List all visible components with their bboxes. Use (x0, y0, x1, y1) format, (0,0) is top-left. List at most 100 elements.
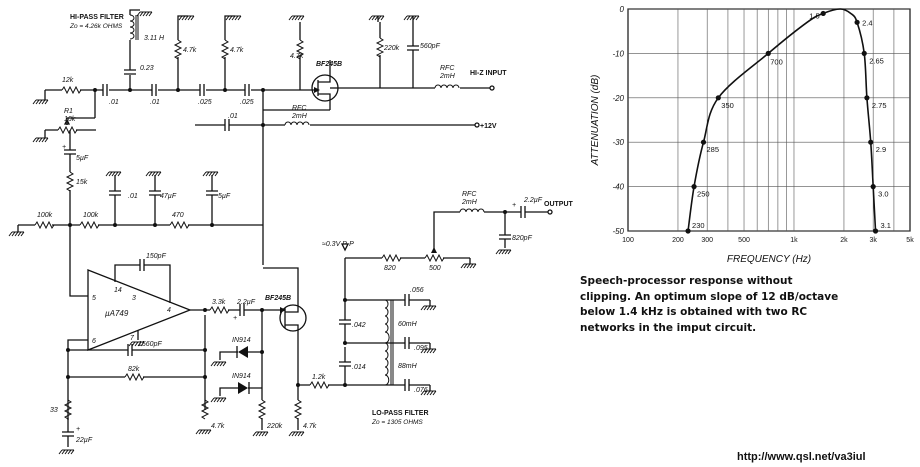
label-r-47k-a: 4.7k (183, 47, 197, 54)
data-point-label: 2.65 (869, 56, 884, 65)
label-r-12k-b: 1.2k (312, 374, 326, 381)
label-r1: R1 (64, 108, 73, 115)
data-point (854, 19, 860, 25)
y-tick-label: -30 (612, 138, 624, 147)
label-rfc-1-val: 2mH (439, 73, 456, 80)
y-tick-label: 0 (620, 5, 625, 14)
label-l-3-11h: 3.11 H (144, 35, 165, 42)
label-r-47k-c: 4.7k (290, 53, 304, 60)
chart-plot-area (627, 8, 911, 232)
label-fet-1: BF245B (316, 61, 342, 68)
label-rfc-2: RFC (292, 105, 307, 112)
label-plus-b: + (76, 426, 80, 433)
label-r-12k: 12k (62, 77, 74, 84)
label-plus12v: +12V (480, 123, 497, 130)
label-c-01-c: .01 (228, 113, 238, 120)
label-r1-val: 10k (64, 116, 76, 123)
footer-url: http://www.qsl.net/va3iul (737, 451, 866, 463)
y-tick-label: -20 (612, 94, 624, 103)
label-ic: µA749 (105, 309, 129, 318)
label-pin-6: 6 (92, 338, 96, 345)
label-pin-7: 7 (130, 335, 135, 342)
label-plus-a: + (62, 144, 66, 151)
label-c-014: .014 (352, 364, 366, 371)
data-point (861, 50, 867, 57)
label-c-22uf-b: 22µF (75, 437, 93, 444)
label-diode-1: IN914 (232, 337, 251, 344)
figure-caption: Speech-processor response without clippi… (580, 274, 915, 336)
x-tick-label: 1k (790, 237, 798, 244)
data-point (685, 228, 691, 234)
data-point-label: 2.75 (872, 101, 887, 110)
label-rfc-1: RFC (440, 65, 455, 72)
label-c-22uf-a: 2.2µF (236, 299, 256, 306)
label-r-100k-a: 100k (37, 212, 53, 219)
x-tick-label: 2k (840, 237, 848, 244)
label-c-560pf: 560pF (420, 43, 441, 50)
label-r-15k: 15k (76, 179, 88, 186)
label-c-042: .042 (352, 322, 366, 329)
label-r-33k: 3.3k (212, 299, 226, 306)
label-c-1560pf: 1560pF (138, 341, 162, 348)
label-r-47k-e: 4.7k (303, 423, 317, 430)
data-point-label: 2.9 (876, 145, 886, 154)
label-c-47uf: 47µF (160, 193, 177, 200)
label-c-22uf-c: 2.2µF (523, 197, 543, 204)
data-point (872, 228, 879, 234)
data-point-label: 285 (706, 145, 719, 154)
label-pin-3: 3 (132, 295, 136, 302)
label-l-88mh: 88mH (398, 363, 418, 370)
label-c-01-d: .01 (128, 193, 138, 200)
label-c-5uf-b: 5µF (218, 193, 231, 200)
label-plus-c: + (233, 315, 237, 322)
label-r-47k-d: 4.7k (211, 423, 225, 430)
chart-grid (628, 8, 910, 232)
x-tick-label: 100 (622, 237, 634, 244)
data-point (820, 10, 826, 17)
y-tick-label: -50 (612, 227, 624, 236)
data-point-label: 230 (692, 221, 705, 230)
caption-line-3: below 1.4 kHz is obtained with two RC (580, 306, 808, 318)
label-r-820: 820 (384, 265, 396, 272)
label-r-82k: 82k (128, 366, 140, 373)
label-rfc-3-val: 2mH (461, 199, 478, 206)
schematic-diagram: HI-PASS FILTER Zo = 4.26k OHMS .01 .01 .… (8, 9, 574, 455)
label-c-150pf: 150pF (146, 253, 167, 260)
label-r-500: 500 (429, 265, 441, 272)
label-c-025-a: .025 (198, 99, 212, 106)
data-point-label: 1.5 (809, 11, 819, 20)
label-vpp: ≈0.3V P-P (322, 241, 354, 248)
caption-line-1: Speech-processor response without (580, 275, 793, 287)
response-curve (687, 8, 877, 232)
lopass-filter-title: LO-PASS FILTER (372, 410, 429, 417)
label-pin-14: 14 (114, 287, 122, 294)
label-rfc-2-val: 2mH (291, 113, 308, 120)
label-c-076: .076 (414, 387, 428, 394)
data-point (868, 139, 874, 145)
data-point (691, 184, 697, 190)
label-r-100k-b: 100k (83, 212, 99, 219)
label-c-01-a: .01 (109, 99, 119, 106)
label-output: OUTPUT (544, 201, 574, 208)
data-point (715, 95, 721, 101)
label-diode-2: IN914 (232, 373, 251, 380)
data-point-label: 2.4 (862, 18, 872, 27)
data-point (700, 139, 707, 145)
x-tick-label: 200 (672, 237, 684, 244)
label-c-01-b: .01 (150, 99, 160, 106)
y-tick-label: -10 (612, 49, 624, 58)
label-r-470: 470 (172, 212, 184, 219)
label-pin-5: 5 (92, 295, 96, 302)
label-c-5uf-a: 5µF (76, 155, 89, 162)
data-point-label: 3.1 (881, 221, 891, 230)
data-point-label: 700 (770, 57, 783, 66)
caption-line-2: clipping. An optimum slope of 12 dB/octa… (580, 290, 839, 303)
y-axis-ticks: 0-10-20-30-40-50 (612, 5, 624, 236)
label-pin-4: 4 (167, 307, 171, 314)
label-c-095: .095 (414, 345, 428, 352)
label-c-023: 0.23 (140, 65, 154, 72)
y-axis-label: ATTENUATION (dB) (590, 75, 601, 167)
